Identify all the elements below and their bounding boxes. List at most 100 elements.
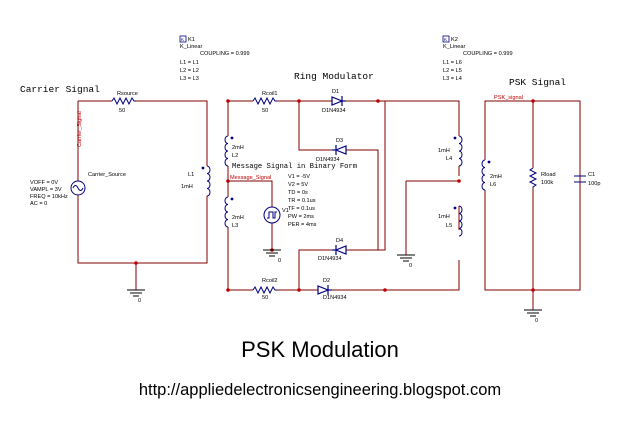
page-title: PSK Modulation <box>241 337 399 362</box>
k1-line-3: L3 = L3 <box>180 76 199 82</box>
ground-psk-label: 0 <box>535 318 538 324</box>
v1-param-per: PER = 4ms <box>288 222 317 228</box>
inductor-l5: 1mH L5 <box>438 205 463 237</box>
l6-name: L6 <box>490 182 496 188</box>
k2-line-2: L2 = L5 <box>443 68 462 74</box>
v1-pulse-source: V1 V1 = -5V V2 = 5V TD = 0s TR = 0.1us T… <box>263 174 317 228</box>
l4-name: L4 <box>446 156 452 162</box>
ring-wires <box>227 100 460 291</box>
carrier-param-ac: AC = 0 <box>30 201 47 207</box>
diode-d2: D2 D1N4934 <box>317 278 347 301</box>
v1-param-td: TD = 0s <box>288 190 308 196</box>
ground-psk: 0 <box>524 309 542 324</box>
message-net-label: Message_Signal <box>230 175 271 181</box>
rcoil1-value: 50 <box>262 108 268 114</box>
v1-param-tf: TF = 0.1us <box>288 206 315 212</box>
k2-ref: K2 <box>451 37 458 43</box>
carrier-source: Carrier_Source VOFF = 0V VAMPL = 3V FREQ… <box>30 172 126 207</box>
c1-value: 100p <box>588 181 600 187</box>
k1-line-1: L1 = L1 <box>180 60 199 66</box>
ground-carrier: 0 <box>127 289 145 304</box>
svg-text:K: K <box>181 37 184 42</box>
k2-coupling: COUPLING = 0.999 <box>463 51 513 57</box>
carrier-section-title: Carrier Signal <box>20 84 100 95</box>
ground-ring-label: 0 <box>409 263 412 269</box>
l1-name: L1 <box>188 172 194 178</box>
v1-param-v2: V2 = 5V <box>288 182 308 188</box>
rsource-resistor: Rsource 50 <box>111 91 138 114</box>
v1-param-pw: PW = 2ms <box>288 214 314 220</box>
ground-carrier-label: 0 <box>138 298 141 304</box>
ring-section-title: Ring Modulator <box>294 71 374 82</box>
k2-line-1: L1 = L6 <box>443 60 462 66</box>
psk-junctions <box>531 99 535 292</box>
k1-line-2: L2 = L2 <box>180 68 199 74</box>
carrier-source-name: Carrier_Source <box>88 172 126 178</box>
d4-model: D1N4934 <box>318 256 342 262</box>
carrier-param-voff: VOFF = 0V <box>30 180 58 186</box>
v1-param-v1: V1 = -5V <box>288 174 310 180</box>
l4-value: 1mH <box>438 148 450 154</box>
carrier-param-vampl: VAMPL = 3V <box>30 187 62 193</box>
svg-text:K: K <box>444 37 447 42</box>
diode-d3: D3 D1N4934 <box>316 138 347 163</box>
l1-value: 1mH <box>181 184 193 190</box>
inductor-l4: 1mH L4 <box>438 135 463 167</box>
rload-resistor: Rload 100k <box>528 167 556 188</box>
message-section-title: Message Signal in Binary Form <box>232 163 357 171</box>
ring-junctions <box>226 99 461 292</box>
diode-d4: D4 D1N4934 <box>318 238 347 262</box>
rcoil2-value: 50 <box>262 295 268 301</box>
d1-name: D1 <box>332 89 339 95</box>
coupling-k1: K K1 K_Linear COUPLING = 0.999 L1 = L1 L… <box>179 35 250 82</box>
rcoil1-name: Rcoil1 <box>262 91 278 97</box>
capacitor-c1: C1 100p <box>574 172 600 187</box>
v1-name: V1 <box>282 208 289 214</box>
psk-output-wires <box>484 100 581 310</box>
psk-schematic: Carrier Signal Ring Modulator PSK Signal… <box>20 35 600 324</box>
carrier-param-freq: FREQ = 10kHz <box>30 194 68 200</box>
l2-name: L2 <box>232 153 238 159</box>
rcoil1-resistor: Rcoil1 50 <box>252 91 278 114</box>
rload-name: Rload <box>541 172 556 178</box>
c1-name: C1 <box>588 172 595 178</box>
ground-message-label: 0 <box>278 258 281 264</box>
d3-name: D3 <box>336 138 343 144</box>
psk-section-title: PSK Signal <box>509 77 566 88</box>
coupling-k2: K K2 K_Linear COUPLING = 0.999 L1 = L6 L… <box>442 35 513 82</box>
l3-value: 2mH <box>232 215 244 221</box>
carrier-net-label: Carrier_Signal <box>77 111 83 147</box>
k1-ref: K1 <box>188 37 195 43</box>
inductor-l6: 2mH L6 <box>480 159 502 191</box>
k1-coupling: COUPLING = 0.999 <box>200 51 250 57</box>
inductor-l3: 2mH L3 <box>224 196 244 229</box>
d2-name: D2 <box>323 278 330 284</box>
k1-model: K_Linear <box>180 44 203 50</box>
k2-model: K_Linear <box>443 44 466 50</box>
d3-model: D1N4934 <box>316 157 340 163</box>
rsource-value: 50 <box>119 108 125 114</box>
inductor-l1: L1 1mH <box>181 165 211 197</box>
psk-net-label: PSK_signal <box>494 95 523 101</box>
l2-value: 2mH <box>232 145 244 151</box>
l5-value: 1mH <box>438 214 450 220</box>
carrier-ground-junction <box>134 261 138 265</box>
diode-d1: D1 D1N4934 <box>322 89 346 114</box>
carrier-loop-wires <box>77 100 208 290</box>
k2-line-3: L3 = L4 <box>443 76 462 82</box>
l3-name: L3 <box>232 223 238 229</box>
d4-name: D4 <box>336 238 343 244</box>
d1-model: D1N4934 <box>322 108 346 114</box>
blog-url: http://appliedelectronicsengineering.blo… <box>138 381 502 399</box>
ground-ring: 0 <box>397 254 415 269</box>
l5-name: L5 <box>446 223 452 229</box>
v1-param-tr: TR = 0.1us <box>288 198 316 204</box>
rsource-name: Rsource <box>117 91 138 97</box>
rcoil2-name: Rcoil2 <box>262 278 278 284</box>
d2-model: D1N4934 <box>323 295 347 301</box>
inductor-l2: 2mH L2 <box>224 135 244 167</box>
rcoil2-resistor: Rcoil2 50 <box>252 278 278 301</box>
ground-message: 0 <box>263 249 281 264</box>
l6-value: 2mH <box>490 174 502 180</box>
rload-value: 100k <box>541 180 553 186</box>
